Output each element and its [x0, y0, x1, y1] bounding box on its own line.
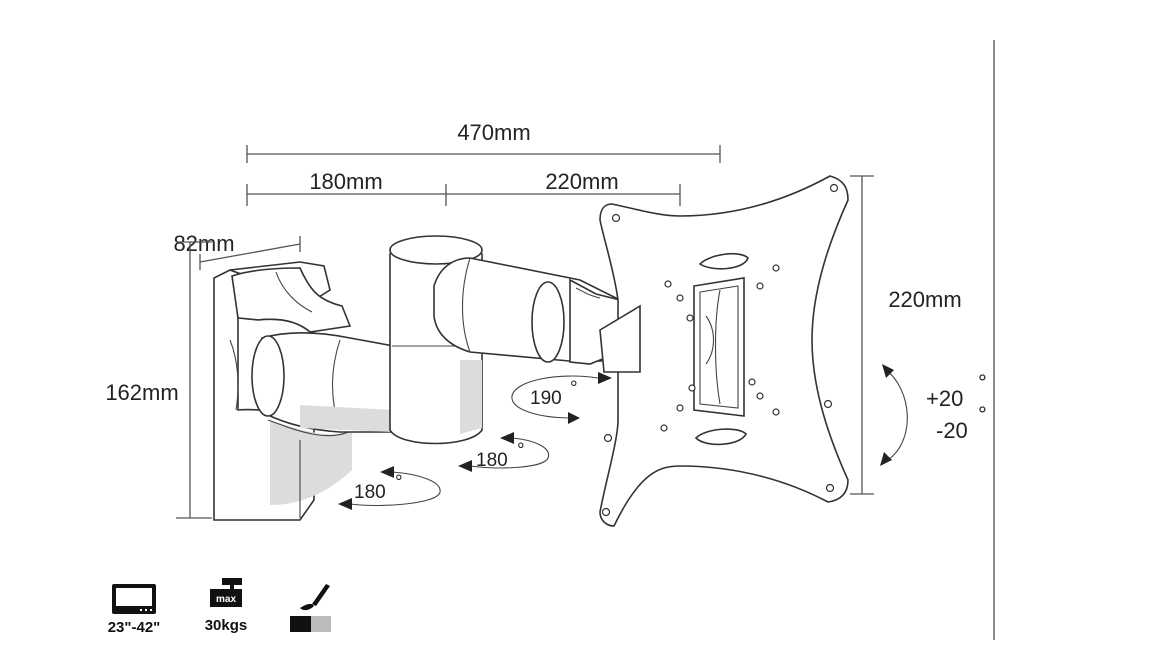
- swatch-dark: [290, 616, 311, 632]
- dim-arm-first: 180mm: [309, 169, 382, 194]
- dim-wall-height: 162mm: [105, 380, 178, 405]
- swatch-light: [311, 616, 331, 632]
- tilt-arrow: +20 ° -20 °: [880, 364, 987, 466]
- dim-arm-second: 220mm: [545, 169, 618, 194]
- second-arm: [433, 257, 621, 365]
- vesa-plate: [599, 175, 849, 527]
- rotation-wall-joint: 180: [354, 482, 386, 503]
- dim-depth: 82mm: [173, 231, 234, 256]
- dimension-470: 470mm: [246, 120, 721, 163]
- dimension-180-220: 180mm 220mm: [246, 169, 681, 206]
- rotation-arrow-180-arm: 180 °: [458, 432, 550, 472]
- dimension-220-vertical: 220mm: [850, 175, 962, 495]
- svg-text:°: °: [517, 440, 525, 461]
- tilt-up: +20: [926, 386, 963, 411]
- dimension-162: 162mm: [105, 241, 212, 519]
- brush-icon: [312, 584, 330, 606]
- rotation-head-swivel: 190: [530, 388, 562, 409]
- dim-vesa-height: 220mm: [888, 287, 961, 312]
- tilt-down: -20: [936, 418, 968, 443]
- svg-text:°: °: [978, 370, 987, 395]
- svg-text:°: °: [570, 378, 578, 399]
- rotation-arrow-180-wall: 180 °: [338, 466, 441, 510]
- svg-text:°: °: [978, 402, 987, 427]
- dimension-82: 82mm: [173, 231, 301, 270]
- first-arm: [251, 331, 395, 433]
- screen-size-label: 23"-42": [108, 619, 161, 636]
- rotation-arrow-190: 190 °: [511, 372, 612, 424]
- color-finish-icon: [290, 584, 331, 632]
- max-load-label: 30kgs: [205, 617, 248, 634]
- rotation-arm-joint: 180: [476, 450, 508, 471]
- screen-size-icon: 23"-42": [108, 584, 161, 636]
- svg-text:°: °: [395, 472, 403, 493]
- dim-total-length: 470mm: [457, 120, 530, 145]
- max-load-icon: max 30kgs: [205, 578, 248, 634]
- max-badge: max: [216, 594, 236, 605]
